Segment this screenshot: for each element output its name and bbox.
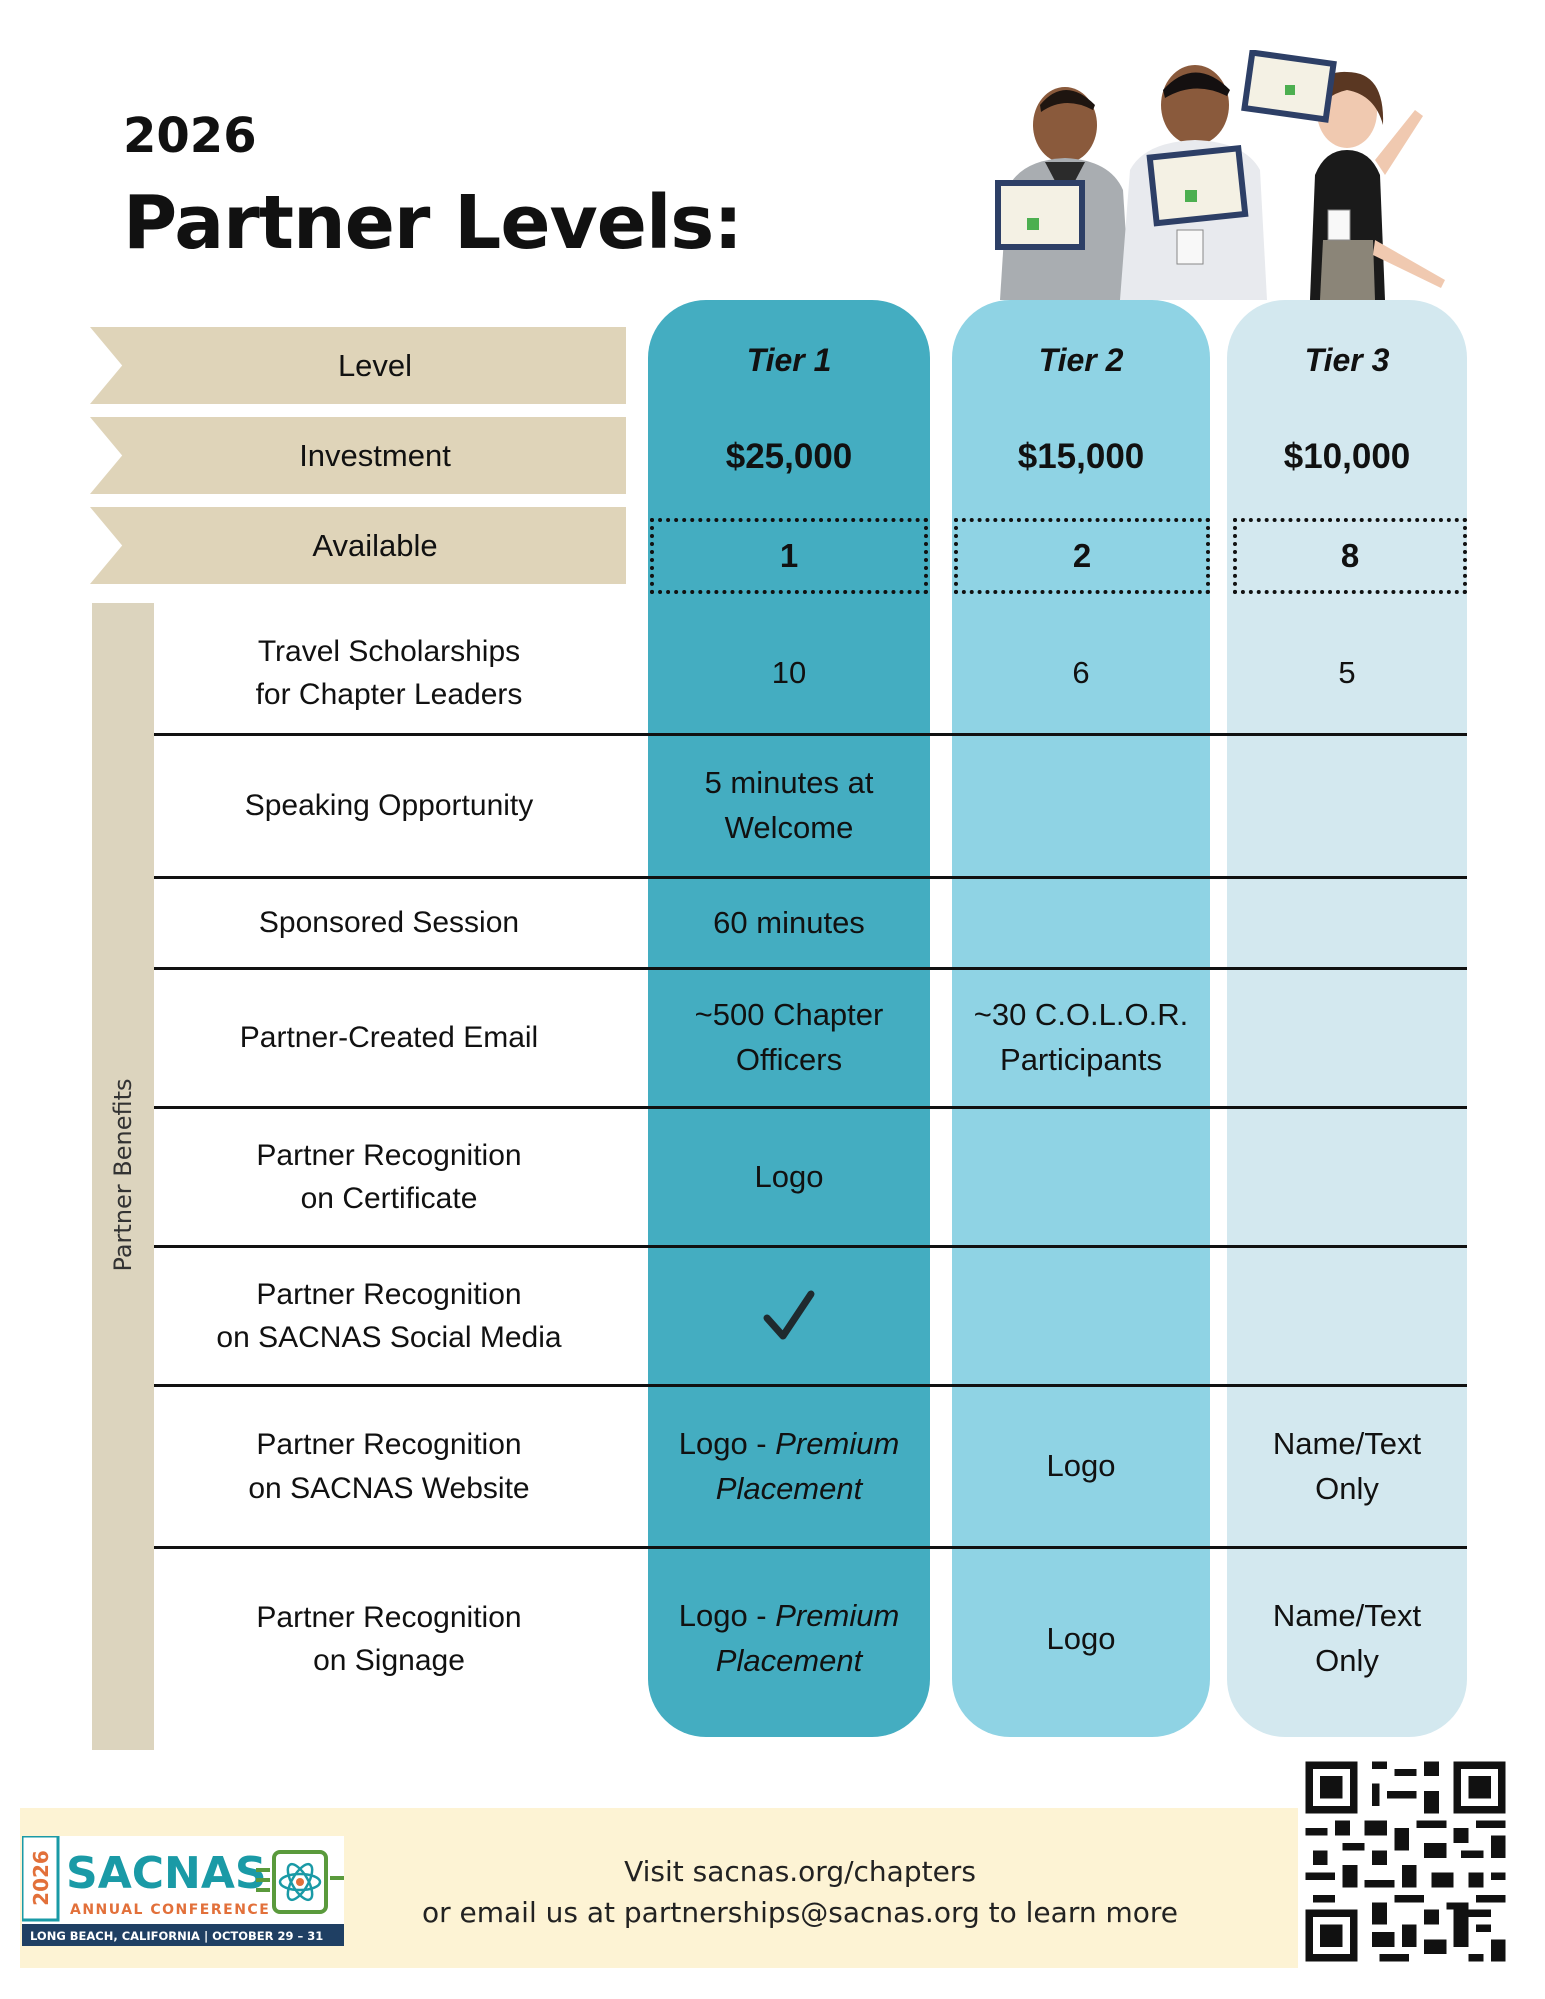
partner-benefits-sidebar: [92, 603, 154, 1750]
partner-benefits-label: Partner Benefits: [109, 1078, 137, 1272]
tier1-available: 1: [650, 518, 928, 594]
benefit-sponsored-session-label: Sponsored Session: [258, 906, 520, 940]
logo-name: SACNAS: [66, 1848, 267, 1899]
tier3-investment: $10,000: [1283, 437, 1411, 477]
logo-location: LONG BEACH, CALIFORNIA | OCTOBER 29 – 31: [30, 1929, 323, 1943]
tier1-social-media: [648, 1248, 930, 1384]
row-divider: [154, 1106, 1467, 1109]
tier2-partner-email: ~30 C.O.L.O.R.Participants: [973, 997, 1189, 1077]
row-divider: [154, 876, 1467, 879]
tier2-website: Logo: [1046, 1448, 1116, 1484]
year-heading: 2026: [123, 108, 257, 164]
page-title: Partner Levels:: [123, 180, 743, 266]
tier1-column: [648, 300, 930, 1737]
row-divider: [154, 1546, 1467, 1549]
row-divider: [154, 1384, 1467, 1387]
tier2-travel-scholarships: 6: [1072, 654, 1090, 690]
tier2-name: Tier 2: [1038, 341, 1124, 378]
logo-year: 2026: [29, 1850, 53, 1906]
tier2-investment: $15,000: [1017, 437, 1145, 477]
tier1-investment: $25,000: [725, 437, 853, 477]
tier3-name: Tier 3: [1304, 341, 1390, 378]
footer-email-text: or email us at partnerships@sacnas.org t…: [421, 1895, 1179, 1929]
tier3-travel-scholarships: 5: [1338, 654, 1356, 690]
tier1-name: Tier 1: [746, 341, 832, 378]
tier2-column: [952, 300, 1210, 1737]
footer-visit-text: Visit sacnas.org/chapters: [624, 1855, 976, 1888]
tier1-sponsored-session: 60 minutes: [713, 904, 865, 940]
sacnas-conference-logo: 2026 SACNAS ANNUAL CONFERENCE LONG BEACH…: [22, 1836, 344, 1946]
footer-contact: Visit sacnas.org/chapters or email us at…: [380, 1852, 1220, 1933]
checkmark-icon: [763, 1290, 815, 1340]
tier2-available: 2: [954, 518, 1210, 594]
row-divider: [154, 733, 1467, 736]
tier1-certificate: Logo: [754, 1158, 824, 1194]
tier3-available: 8: [1233, 518, 1467, 594]
tier1-travel-scholarships: 10: [771, 654, 807, 690]
students-photo: [995, 50, 1445, 300]
qr-code-icon: [1298, 1754, 1513, 1969]
available-row-label: Available: [90, 507, 626, 584]
logo-subtitle: ANNUAL CONFERENCE: [70, 1902, 270, 1918]
row-divider: [154, 1245, 1467, 1248]
tier2-signage: Logo: [1046, 1620, 1116, 1656]
row-divider: [154, 967, 1467, 970]
investment-row-label: Investment: [90, 417, 626, 494]
benefit-partner-email-label: Partner-Created Email: [239, 1021, 539, 1055]
tier3-column: [1227, 300, 1467, 1737]
atom-icon: [256, 1850, 344, 1914]
benefit-speaking-opportunity-label: Speaking Opportunity: [244, 789, 534, 823]
level-row-label: Level: [90, 327, 626, 404]
